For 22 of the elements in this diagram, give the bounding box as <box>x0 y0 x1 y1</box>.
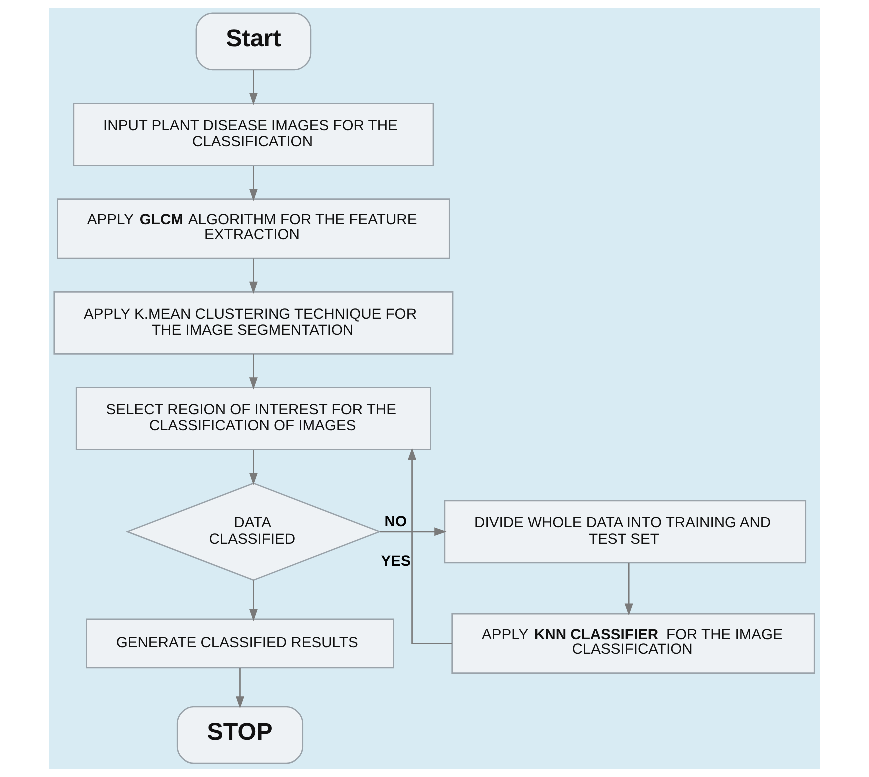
arrow <box>408 448 452 644</box>
node-box: STOP <box>176 706 304 764</box>
arrow <box>249 354 258 390</box>
arrow <box>380 528 447 536</box>
arrow <box>249 70 258 106</box>
arrow <box>249 450 258 486</box>
node-diamond: DATA CLASSIFIED <box>126 482 382 582</box>
node-box: INPUT PLANT DISEASE IMAGES FOR THE CLASSIFICATION <box>73 103 434 166</box>
node-box: SELECT REGION OF INTEREST FOR THE CLASSIFICATION OF IMAGES <box>76 387 432 450</box>
node-box: Start <box>196 12 312 71</box>
node-box: APPLY GLCM ALGORITHM FOR THE FEATURE EXTRACTION <box>57 198 450 260</box>
edge-label: NO <box>384 514 407 530</box>
node-box: APPLY KNN CLASSIFIER FOR THE IMAGE CLASSIFICATION <box>452 613 816 674</box>
edge-label: YES <box>381 554 411 570</box>
arrow <box>249 580 258 622</box>
node-box: GENERATE CLASSIFIED RESULTS <box>86 618 394 669</box>
arrow <box>236 668 244 709</box>
arrow <box>249 166 258 202</box>
node-box: DIVIDE WHOLE DATA INTO TRAINING AND TEST SET <box>444 500 807 564</box>
arrow <box>249 258 258 294</box>
arrow <box>624 563 634 616</box>
node-box: APPLY K.MEAN CLUSTERING TECHNIQUE FOR THE IMAGE SEGMENTATION <box>54 292 454 355</box>
